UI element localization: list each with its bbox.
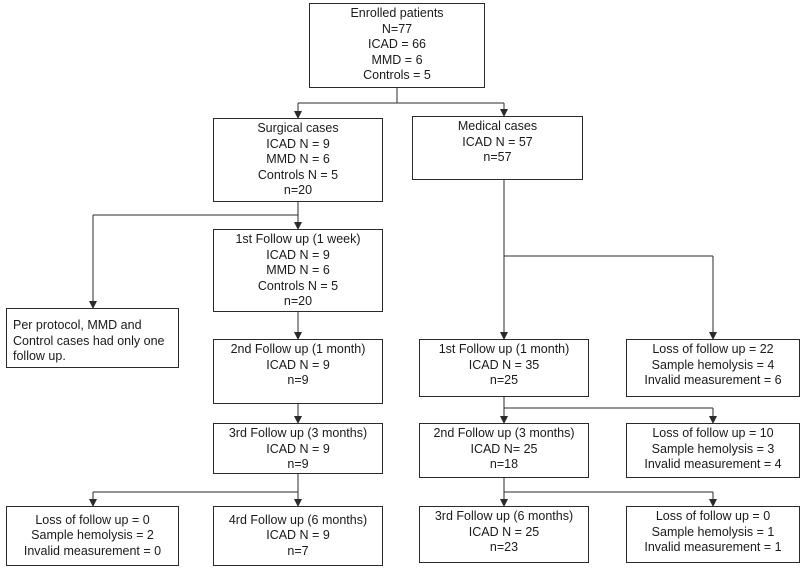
- box-line: Invalid measurement = 6: [644, 373, 782, 388]
- box-heading: 4rd Follow up (6 months): [228, 512, 368, 527]
- box-line: ICAD N = 9: [266, 136, 330, 151]
- box-line: MMD N = 6: [266, 152, 330, 167]
- box-line: n=9: [287, 373, 309, 388]
- medical-loss-2-box: Loss of follow up = 10 Sample hemolysis …: [626, 423, 800, 478]
- box-line: ICAD N = 9: [266, 357, 330, 372]
- medical-loss-3-box: Loss of follow up = 0 Sample hemolysis =…: [626, 506, 800, 563]
- box-line: n=57: [483, 150, 512, 165]
- box-line: Loss of follow up = 22: [652, 342, 774, 356]
- surgical-followup-2-box: 2nd Follow up (1 month) ICAD N = 9 n=9: [213, 339, 383, 404]
- box-line: ICAD N = 25: [468, 524, 540, 539]
- box-line: Sample hemolysis = 1: [651, 524, 775, 539]
- box-line: Controls N = 5: [257, 278, 339, 293]
- surgical-followup-1-box: 1st Follow up (1 week) ICAD N = 9 MMD N …: [213, 229, 383, 312]
- box-heading: 1st Follow up (1 month): [438, 342, 570, 356]
- medical-loss-1-box: Loss of follow up = 22 Sample hemolysis …: [626, 339, 800, 397]
- box-line: n=25: [489, 373, 519, 388]
- surgical-followup-4-box: 4rd Follow up (6 months) ICAD N = 9 n=7: [213, 506, 383, 566]
- box-line: Sample hemolysis = 2: [31, 528, 154, 543]
- box-line: Sample hemolysis = 3: [651, 441, 775, 456]
- box-line: Invalid measurement = 4: [644, 457, 782, 472]
- box-line: n=7: [287, 543, 309, 558]
- box-line: n=20: [283, 183, 313, 198]
- box-line: Invalid measurement = 0: [23, 543, 162, 558]
- box-line: ICAD N = 9: [266, 441, 330, 456]
- box-line: MMD = 6: [371, 52, 423, 67]
- box-heading: Surgical cases: [257, 121, 339, 135]
- box-heading: 3rd Follow up (3 months): [228, 426, 368, 440]
- box-line: Sample hemolysis = 4: [651, 357, 775, 372]
- box-line: ICAD N = 9: [266, 528, 330, 543]
- medical-followup-2-box: 2nd Follow up (3 months) ICAD N= 25 n=18: [419, 423, 589, 478]
- box-line: N=77: [381, 21, 413, 36]
- box-line: ICAD N = 57: [462, 134, 533, 149]
- medical-cases-box: Medical cases ICAD N = 57 n=57: [412, 116, 583, 180]
- protocol-note-text: Per protocol, MMD and Control cases had …: [13, 318, 165, 364]
- box-line: Loss of follow up = 10: [652, 426, 774, 440]
- box-line: ICAD N = 9: [266, 247, 330, 262]
- box-line: ICAD N= 25: [470, 441, 538, 456]
- box-heading: 2nd Follow up (3 months): [433, 426, 575, 440]
- surgical-followup-3-box: 3rd Follow up (3 months) ICAD N = 9 n=9: [213, 423, 383, 474]
- box-line: Controls N = 5: [257, 167, 339, 182]
- enrolled-patients-box: Enrolled patients N=77 ICAD = 66 MMD = 6…: [309, 3, 485, 88]
- box-line: n=23: [489, 540, 519, 555]
- box-line: ICAD N = 35: [468, 357, 540, 372]
- box-heading: Medical cases: [457, 119, 538, 133]
- box-heading: Enrolled patients: [350, 6, 444, 20]
- box-line: MMD N = 6: [266, 263, 330, 278]
- box-line: ICAD = 66: [367, 37, 426, 52]
- protocol-note-box: Per protocol, MMD and Control cases had …: [6, 308, 179, 368]
- box-line: Loss of follow up = 0: [655, 509, 771, 523]
- box-line: Loss of follow up = 0: [35, 512, 150, 527]
- surgical-cases-box: Surgical cases ICAD N = 9 MMD N = 6 Cont…: [213, 118, 383, 202]
- box-line: n=18: [489, 457, 519, 472]
- box-line: n=20: [283, 294, 313, 309]
- box-heading: 2nd Follow up (1 month): [230, 342, 366, 356]
- box-heading: 3rd Follow up (6 months): [434, 509, 574, 523]
- medical-followup-3-box: 3rd Follow up (6 months) ICAD N = 25 n=2…: [419, 506, 589, 563]
- box-line: Invalid measurement = 1: [644, 540, 782, 555]
- medical-followup-1-box: 1st Follow up (1 month) ICAD N = 35 n=25: [419, 339, 589, 397]
- box-heading: 1st Follow up (1 week): [235, 232, 361, 246]
- box-line: n=9: [287, 457, 309, 472]
- box-line: Controls = 5: [363, 68, 431, 83]
- surgical-loss-box: Loss of follow up = 0 Sample hemolysis =…: [6, 506, 179, 566]
